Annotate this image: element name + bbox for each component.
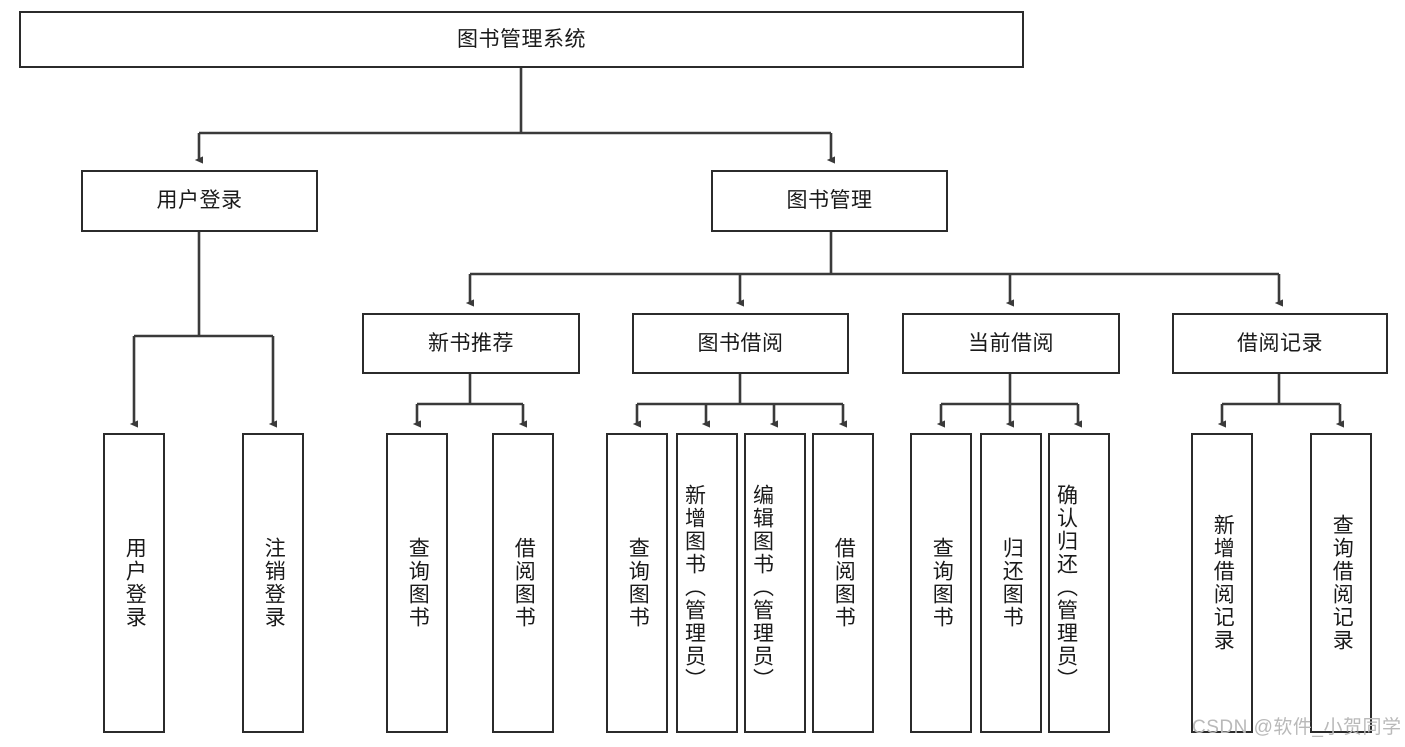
node-leaf-confirm-return-admin[interactable]: 确认归还（管理员） (1048, 433, 1110, 733)
node-label: 当前借阅 (968, 331, 1054, 355)
node-label: 注销登录 (262, 537, 286, 629)
node-label: 图书管理系统 (457, 27, 586, 51)
watermark-text: CSDN @软件_小贺同学 (1192, 717, 1402, 738)
node-leaf-query-book-current[interactable]: 查询图书 (910, 433, 972, 733)
node-label: 图书借阅 (697, 331, 784, 355)
node-leaf-return-book[interactable]: 归还图书 (980, 433, 1042, 733)
node-label: 确认归还（管理员） (1054, 483, 1078, 691)
node-label: 用户登录 (156, 189, 243, 213)
node-current-borrow[interactable]: 当前借阅 (902, 313, 1120, 374)
node-leaf-user-login[interactable]: 用户登录 (103, 433, 165, 733)
node-label: 查询借阅记录 (1330, 514, 1354, 652)
node-leaf-query-book-recommend[interactable]: 查询图书 (386, 433, 448, 733)
node-label: 借阅图书 (512, 537, 536, 629)
node-leaf-query-book-borrow[interactable]: 查询图书 (606, 433, 668, 733)
node-label: 新书推荐 (428, 331, 514, 355)
node-leaf-borrow-book-recommend[interactable]: 借阅图书 (492, 433, 554, 733)
node-label: 新增借阅记录 (1211, 514, 1235, 652)
node-label: 查询图书 (930, 537, 954, 629)
node-book-borrow[interactable]: 图书借阅 (632, 313, 849, 374)
node-leaf-add-borrow-record[interactable]: 新增借阅记录 (1191, 433, 1253, 733)
node-leaf-query-borrow-record[interactable]: 查询借阅记录 (1310, 433, 1372, 733)
node-leaf-edit-book-admin[interactable]: 编辑图书（管理员） (744, 433, 806, 733)
node-new-book-recommend[interactable]: 新书推荐 (362, 313, 580, 374)
node-label: 查询图书 (626, 537, 650, 629)
node-label: 借阅图书 (832, 537, 856, 629)
node-leaf-borrow-book[interactable]: 借阅图书 (812, 433, 874, 733)
node-label: 新增图书（管理员） (682, 483, 706, 691)
node-user-login[interactable]: 用户登录 (81, 170, 318, 232)
node-label: 借阅记录 (1237, 331, 1323, 355)
node-leaf-add-book-admin[interactable]: 新增图书（管理员） (676, 433, 738, 733)
node-label: 用户登录 (123, 537, 147, 629)
node-leaf-user-logout[interactable]: 注销登录 (242, 433, 304, 733)
node-book-management[interactable]: 图书管理 (711, 170, 948, 232)
node-label: 图书管理 (786, 189, 873, 213)
node-root-book-management-system[interactable]: 图书管理系统 (19, 11, 1024, 68)
node-label: 编辑图书（管理员） (750, 483, 774, 691)
node-label: 归还图书 (1000, 537, 1024, 629)
node-borrow-record[interactable]: 借阅记录 (1172, 313, 1388, 374)
node-label: 查询图书 (406, 537, 430, 629)
